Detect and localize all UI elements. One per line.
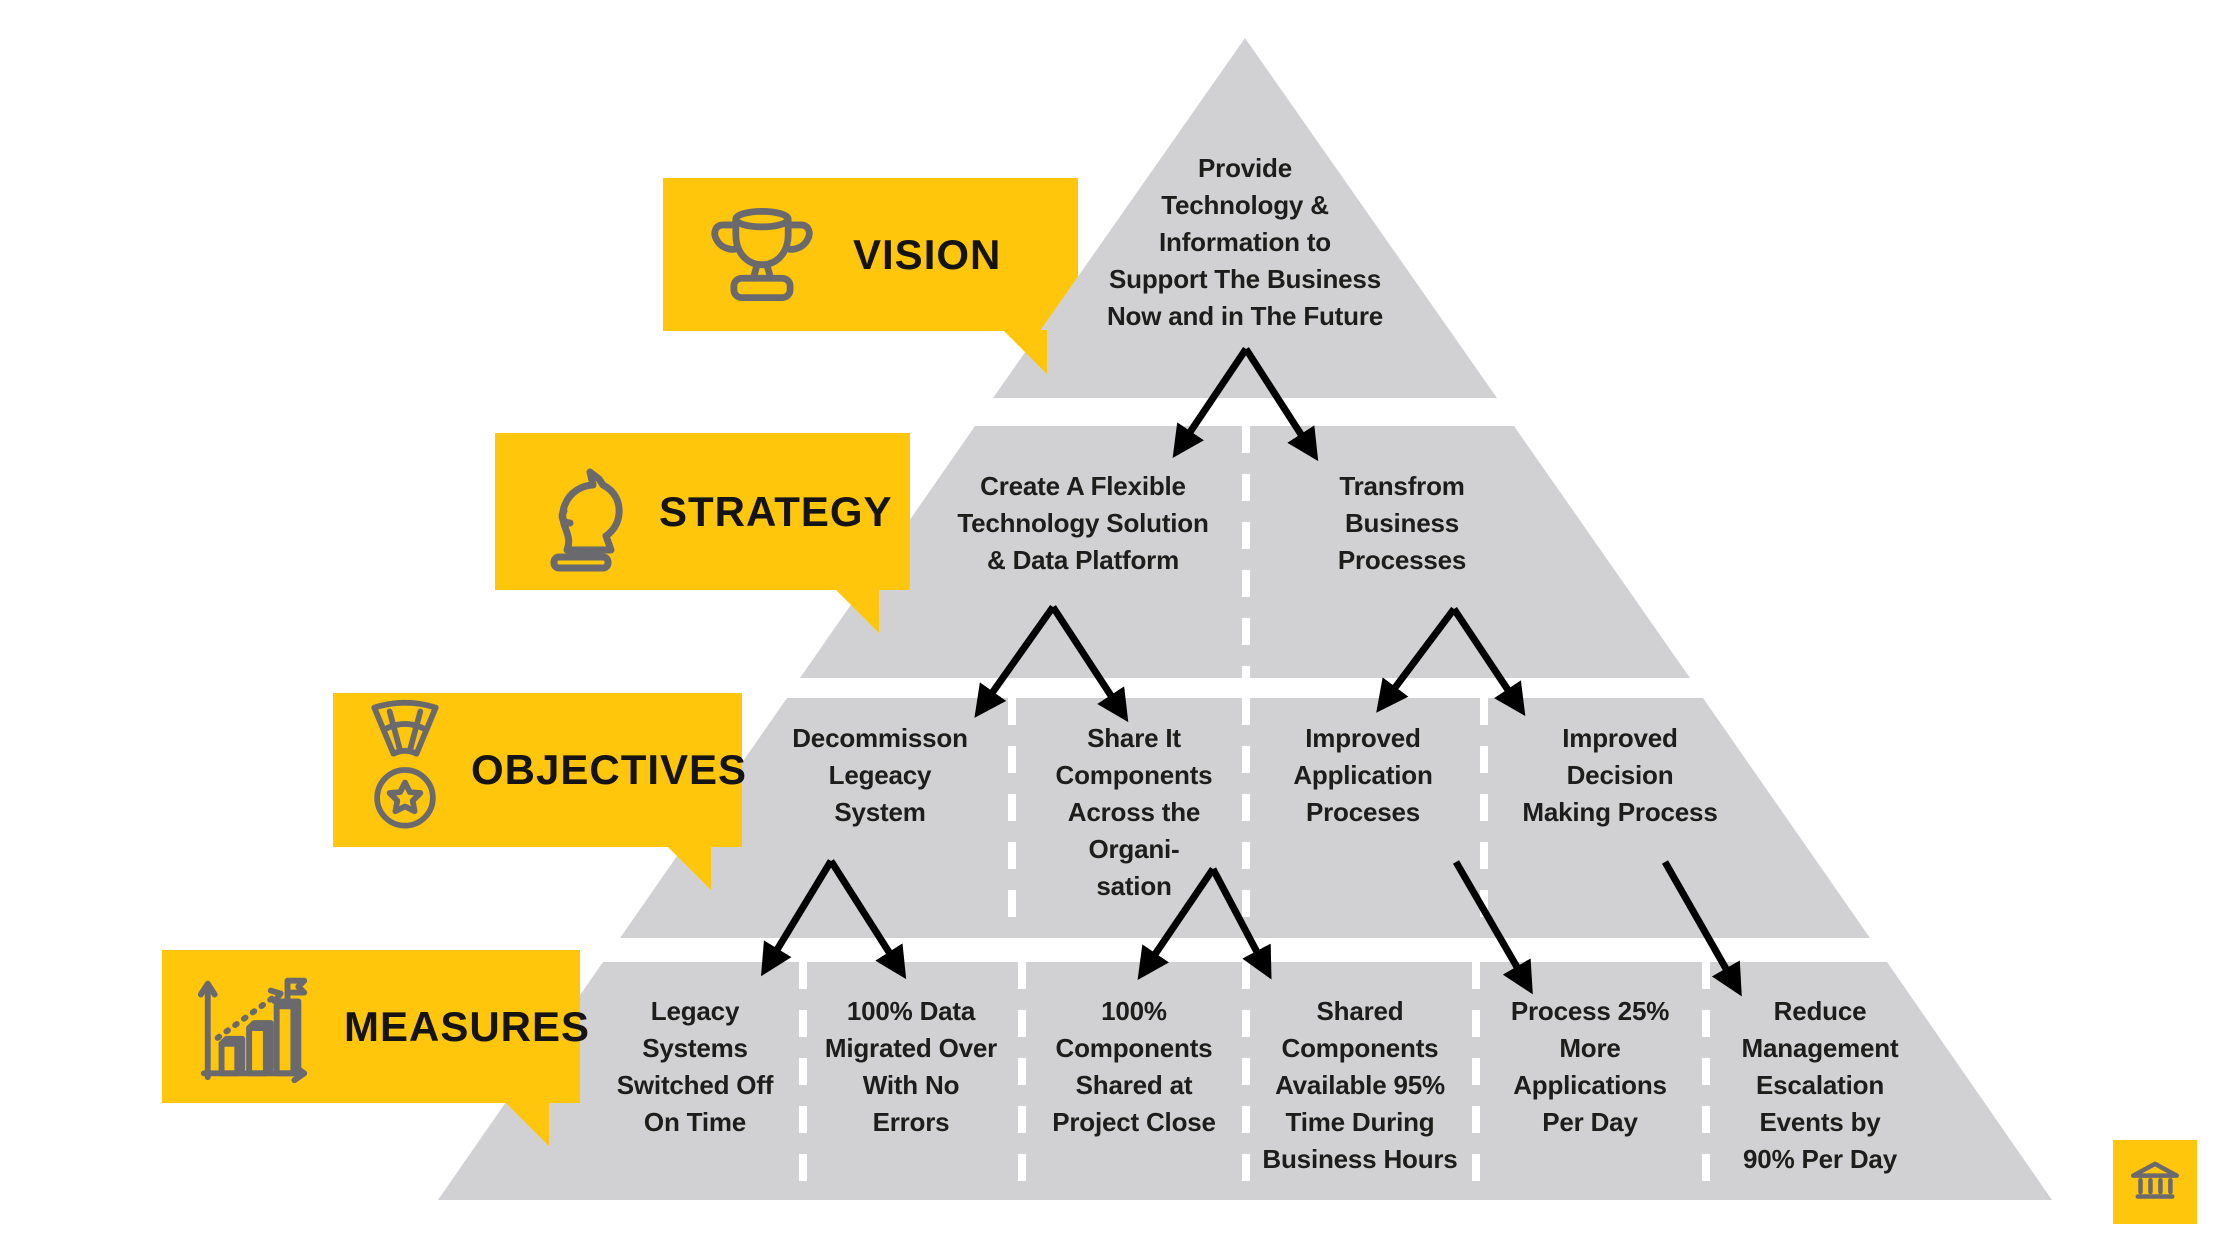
- objectives-divider-1: [1008, 698, 1016, 938]
- measure-cell-6: Reduce Management Escalation Events by 9…: [1741, 996, 1899, 1174]
- strategy-divider: [1242, 426, 1250, 678]
- strategy-callout: STRATEGY: [495, 433, 910, 590]
- arrow-objective2-to-measure3: [1137, 867, 1216, 980]
- objectives-callout: OBJECTIVES: [333, 693, 746, 847]
- objectives-divider-3: [1480, 698, 1488, 938]
- measures-divider-3: [1242, 962, 1250, 1200]
- strategy-label: STRATEGY: [659, 487, 893, 535]
- measure-cell-2: 100% Data Migrated Over With No Errors: [824, 996, 998, 1137]
- strategy-cell-2: Transfrom Business Processes: [1337, 471, 1467, 575]
- measures-divider-2: [1018, 962, 1026, 1200]
- arrow-objective1-to-measure2: [828, 859, 907, 980]
- objective-cell-4: Improved Decision Making Process: [1522, 723, 1718, 827]
- measures-label: MEASURES: [344, 1002, 591, 1050]
- bank-icon: [2130, 1161, 2180, 1199]
- arrow-strategy1-to-objective1: [974, 604, 1056, 718]
- arrow-objective1-to-measure1: [760, 859, 834, 977]
- strategy-cell-1: Create A Flexible Technology Solution & …: [957, 471, 1209, 575]
- medal-icon: [371, 699, 439, 829]
- measures-divider-1: [799, 962, 807, 1200]
- objective-cell-1: Decommisson Legeacy System: [792, 723, 968, 827]
- vision-label: VISION: [853, 230, 1002, 278]
- objectives-label: OBJECTIVES: [471, 746, 748, 793]
- measures-divider-5: [1702, 962, 1710, 1200]
- measure-cell-5: Process 25% More Applications Per Day: [1510, 996, 1670, 1137]
- measure-cell-4: Shared Components Available 95% Time Dur…: [1262, 996, 1458, 1174]
- arrow-strategy2-to-objective4: [1451, 607, 1526, 717]
- trophy-icon: [711, 207, 813, 301]
- measures-divider-4: [1472, 962, 1480, 1200]
- arrow-strategy2-to-objective3: [1376, 606, 1457, 713]
- measure-cell-3: 100% Components Shared at Project Close: [1052, 996, 1216, 1137]
- vision-callout: VISION: [663, 178, 1078, 331]
- arrow-objective3-to-measure5: [1452, 860, 1533, 995]
- arrow-vision-to-strategy-1: [1172, 347, 1249, 459]
- arrow-vision-to-strategy-2: [1243, 347, 1319, 462]
- arrow-strategy1-to-objective2: [1050, 605, 1129, 723]
- arrow-objective2-to-measure4: [1209, 867, 1272, 980]
- corner-logo: [2113, 1140, 2197, 1224]
- objective-cell-3: Improved Application Proceses: [1293, 723, 1433, 827]
- objectives-divider-2: [1242, 698, 1250, 938]
- objective-cell-2: Share It Components Across the Organi- s…: [1055, 723, 1213, 901]
- arrow-objective4-to-measure6: [1661, 860, 1742, 997]
- measure-cell-1: Legacy Systems Switched Off On Time: [616, 996, 774, 1137]
- bar-chart-icon: [197, 977, 308, 1083]
- measures-callout: MEASURES: [162, 950, 589, 1103]
- vision-statement: Provide Technology & Information to Supp…: [1106, 153, 1383, 331]
- chess-knight-icon: [550, 468, 623, 571]
